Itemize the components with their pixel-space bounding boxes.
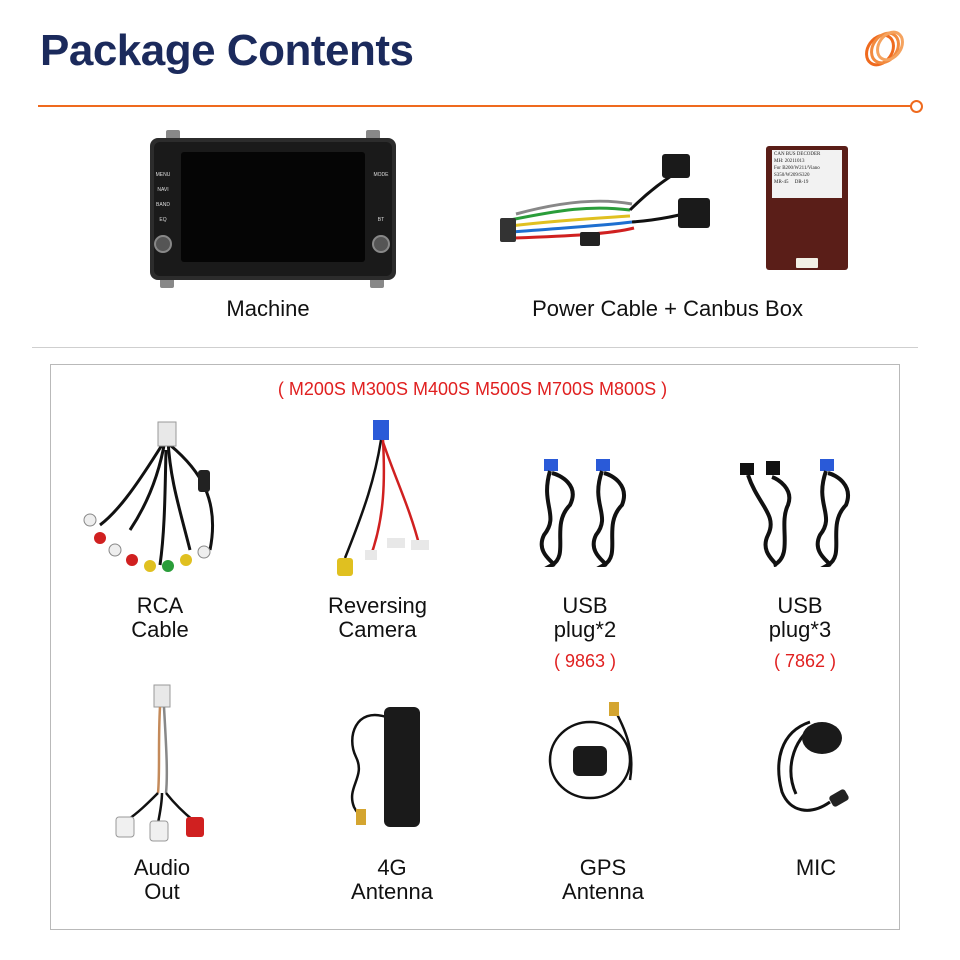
accessory-label-line: Antenna [562, 879, 644, 904]
divider-end-dot [910, 100, 923, 113]
gps-antenna-image [545, 700, 645, 810]
power-cable-image [500, 150, 730, 250]
section-divider [32, 347, 918, 348]
accessory-label-usb-plug-3: USB plug*3 [735, 594, 865, 642]
canbus-box-image: CAN BUS DECODER MH: 20211013 For B200/W2… [766, 146, 848, 270]
accessory-label-line: USB [777, 593, 823, 618]
canbus-label-line: MH: 20211013 [774, 159, 805, 164]
accessory-label-line: 4G [377, 855, 407, 880]
canbus-label-line: CAN BUS DECODER [774, 152, 821, 157]
canbus-label-line: S350/W209/S320 [774, 173, 810, 178]
usb-plug-x3-image [738, 455, 868, 575]
accessory-label-gps-antenna: GPS Antenna [538, 856, 668, 904]
accessory-label-line: Camera [338, 617, 417, 642]
accessory-label-line: RCA [136, 593, 184, 618]
accessory-label-rca-cable: RCA Cable [95, 594, 225, 642]
accessory-label-line: GPS [579, 855, 627, 880]
accessory-label-mic: MIC [751, 856, 881, 880]
accessory-label-line: Reversing [327, 593, 428, 618]
rca-cable-image [70, 420, 230, 580]
accessory-label-line: Out [144, 879, 180, 904]
eq-button-label: EQ [159, 217, 167, 223]
canbus-label-line: For B200/W211/Viano [774, 166, 820, 171]
navi-button-label: NAVI [157, 187, 169, 193]
microphone-image [770, 702, 860, 822]
power-cable-canbus-label: Power Cable + Canbus Box [532, 296, 803, 321]
accessory-label-reversing-camera: Reversing Camera [300, 594, 455, 642]
orange-coil-logo-icon [858, 24, 908, 72]
canbus-label-line: DR-19 [794, 180, 809, 185]
bt-button-label: BT [377, 217, 385, 223]
page-title: Package Contents [40, 26, 414, 75]
canbus-label-line: MR-45 [774, 180, 789, 185]
accessory-label-line: Audio [133, 855, 191, 880]
usb-plug-3-part-number: ( 7862 ) [773, 651, 837, 671]
head-unit-image: MENU NAVI BAND EQ MODE BT [148, 128, 398, 290]
accessory-label-audio-out: Audio Out [97, 856, 227, 904]
accessory-label-4g-antenna: 4G Antenna [327, 856, 457, 904]
machine-label: Machine [226, 296, 310, 321]
4g-antenna-image [336, 697, 436, 832]
accessory-label-line: Antenna [351, 879, 433, 904]
reversing-camera-cable-image [325, 418, 435, 583]
audio-out-cable-image [108, 683, 218, 843]
models-note: ( M200S M300S M400S M500S M700S M800S ) [277, 379, 668, 399]
header-divider [38, 105, 913, 107]
accessory-label-line: USB [562, 593, 608, 618]
accessory-label-line: Cable [131, 617, 189, 642]
mode-button-label: MODE [373, 172, 389, 178]
accessory-label-line: plug*3 [768, 617, 832, 642]
accessory-label-usb-plug-2: USB plug*2 [520, 594, 650, 642]
band-button-label: BAND [156, 202, 170, 208]
accessory-label-line: MIC [795, 855, 837, 880]
usb-plug-x2-image [530, 455, 640, 575]
accessories-panel [50, 364, 900, 930]
menu-button-label: MENU [155, 172, 171, 178]
accessory-label-line: plug*2 [553, 617, 617, 642]
usb-plug-2-part-number: ( 9863 ) [553, 651, 617, 671]
